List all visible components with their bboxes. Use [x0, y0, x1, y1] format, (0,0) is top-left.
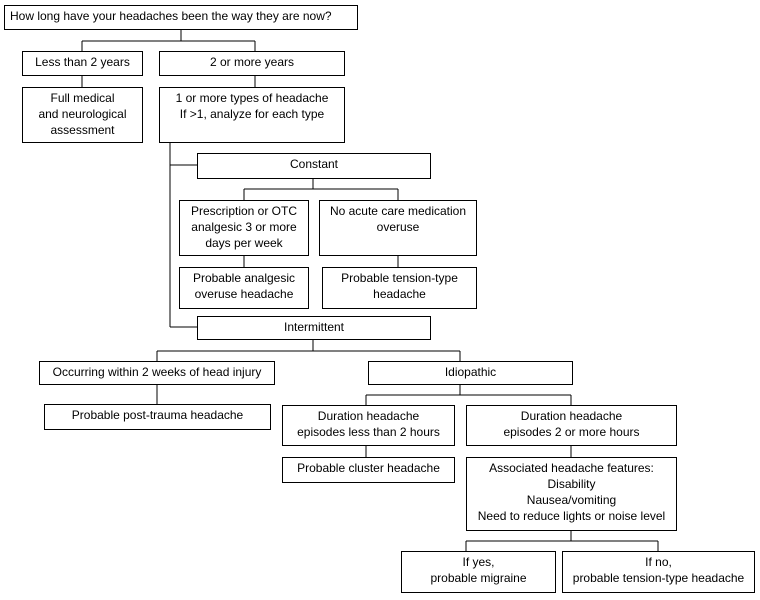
short-episodes-node: Duration headache episodes less than 2 h…	[282, 405, 455, 446]
question-node: How long have your headaches been the wa…	[4, 5, 358, 30]
no-medication-overuse-line-1: No acute care medication	[329, 204, 467, 218]
short-episodes-line-2: episodes less than 2 hours	[297, 425, 440, 439]
tension-type-no-dx-node: If no, probable tension-type headache	[562, 551, 755, 593]
full-assessment-node: Full medical and neurological assessment	[22, 87, 143, 143]
associated-features-line-4: Need to reduce lights or noise level	[477, 509, 666, 523]
migraine-dx-line-2: probable migraine	[430, 571, 527, 585]
constant-node: Constant	[197, 153, 431, 179]
short-episodes-line-1: Duration headache	[317, 409, 420, 423]
analgesic-overuse-dx-line-2: overuse headache	[194, 287, 294, 301]
cluster-dx-node: Probable cluster headache	[282, 457, 455, 483]
analgesic-use-line-2: analgesic 3 or more	[191, 220, 297, 234]
migraine-dx-node: If yes, probable migraine	[401, 551, 556, 593]
2-or-more-years-label: 2 or more years	[209, 55, 295, 69]
intermittent-node: Intermittent	[197, 316, 431, 340]
analgesic-use-line-3: days per week	[205, 236, 283, 250]
intermittent-label: Intermittent	[283, 320, 345, 334]
full-assessment-line-3: assessment	[50, 123, 115, 137]
associated-features-line-1: Associated headache features:	[489, 461, 654, 475]
less-than-2-years-label: Less than 2 years	[35, 55, 130, 69]
analgesic-overuse-dx-node: Probable analgesic overuse headache	[179, 267, 309, 309]
headache-types-line-2: If >1, analyze for each type	[179, 107, 325, 121]
question-text: How long have your headaches been the wa…	[10, 9, 332, 23]
analgesic-overuse-dx-line-1: Probable analgesic	[192, 271, 296, 285]
analgesic-use-node: Prescription or OTC analgesic 3 or more …	[179, 200, 309, 256]
full-assessment-line-1: Full medical	[50, 91, 115, 105]
full-assessment-line-2: and neurological	[38, 107, 127, 121]
tension-type-dx-line-1: Probable tension-type	[341, 271, 458, 285]
associated-features-node: Associated headache features: Disability…	[466, 457, 677, 531]
long-episodes-line-2: episodes 2 or more hours	[503, 425, 640, 439]
tension-type-no-dx-line-1: If no,	[645, 555, 672, 569]
head-injury-node: Occurring within 2 weeks of head injury	[39, 361, 275, 385]
no-medication-overuse-line-2: overuse	[376, 220, 420, 234]
idiopathic-label: Idiopathic	[444, 365, 497, 379]
analgesic-use-line-1: Prescription or OTC	[190, 204, 298, 218]
head-injury-label: Occurring within 2 weeks of head injury	[52, 365, 262, 379]
cluster-dx-label: Probable cluster headache	[297, 461, 440, 475]
long-episodes-node: Duration headache episodes 2 or more hou…	[466, 405, 677, 446]
constant-label: Constant	[289, 157, 339, 171]
tension-type-dx-line-2: headache	[373, 287, 426, 301]
2-or-more-years-node: 2 or more years	[159, 51, 345, 76]
long-episodes-line-1: Duration headache	[520, 409, 623, 423]
less-than-2-years-node: Less than 2 years	[22, 51, 143, 76]
tension-type-dx-node: Probable tension-type headache	[322, 267, 477, 309]
migraine-dx-line-1: If yes,	[462, 555, 495, 569]
headache-types-node: 1 or more types of headache If >1, analy…	[159, 87, 345, 143]
headache-types-line-1: 1 or more types of headache	[175, 91, 329, 105]
associated-features-line-2: Disability	[547, 477, 596, 491]
tension-type-no-dx-line-2: probable tension-type headache	[572, 571, 745, 585]
idiopathic-node: Idiopathic	[368, 361, 573, 385]
associated-features-line-3: Nausea/vomiting	[526, 493, 617, 507]
no-medication-overuse-node: No acute care medication overuse	[319, 200, 477, 256]
post-trauma-dx-label: Probable post-trauma headache	[71, 408, 244, 422]
post-trauma-dx-node: Probable post-trauma headache	[44, 404, 271, 430]
